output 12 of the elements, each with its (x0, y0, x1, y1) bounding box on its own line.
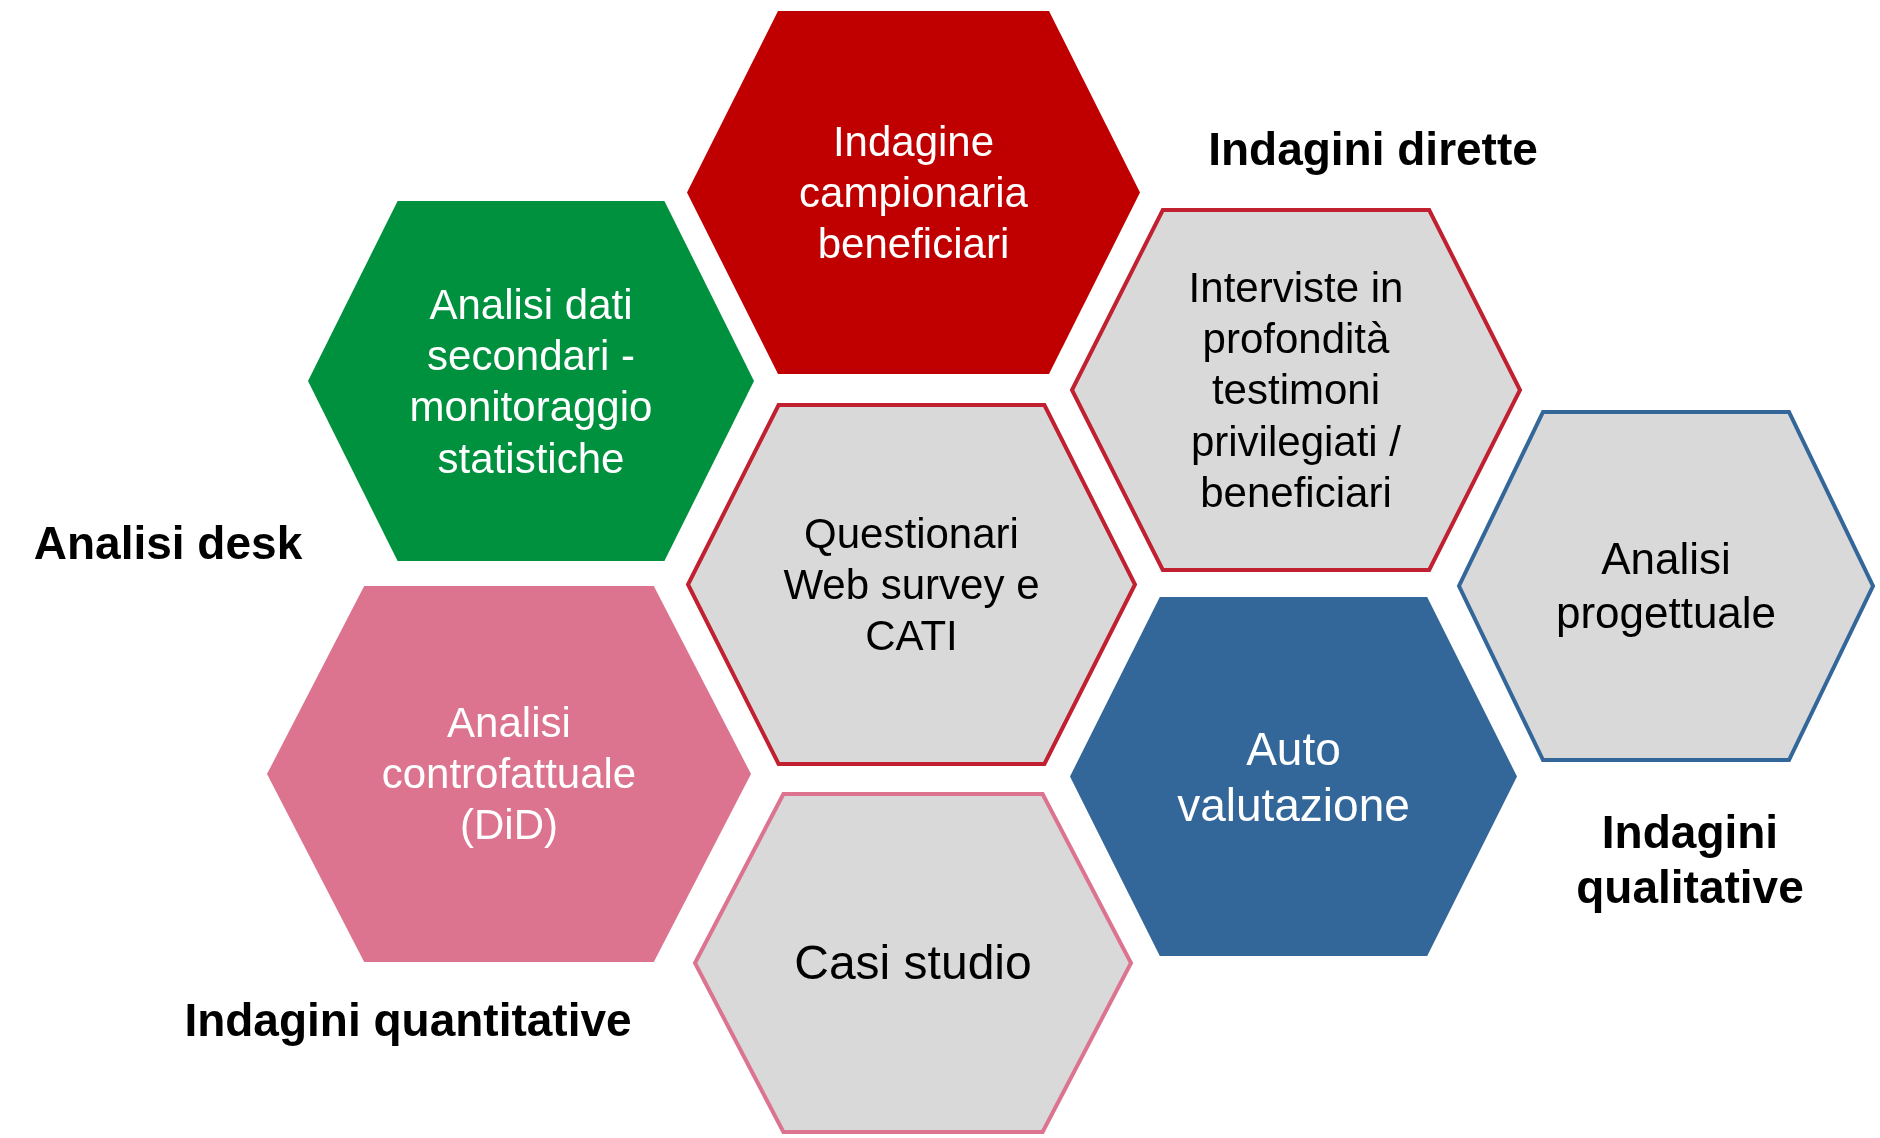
group-heading: Indagini dirette (1207, 122, 1539, 177)
hexagon-label: Analisi dati secondari - monitoraggio statistiche (408, 279, 654, 484)
hexagon-label: Analisi progettuale (1554, 533, 1778, 639)
hexagon-label: Interviste in profondità testimoni privilegiati / beneficiari (1187, 262, 1405, 518)
group-heading: Indagini qualitative (1575, 805, 1805, 916)
hexagon-label: Questionari Web survey e CATI (782, 508, 1041, 662)
hexagon-label: Casi studio (793, 934, 1033, 991)
group-heading: Analisi desk (32, 516, 304, 571)
hexagon-label: Indagine campionaria beneficiari (798, 116, 1029, 270)
hexagon-label: Auto valutazione (1176, 721, 1411, 833)
group-heading: Indagini quantitative (183, 993, 633, 1048)
hexagon-label: Analisi controfattuale (DiD) (380, 698, 638, 851)
